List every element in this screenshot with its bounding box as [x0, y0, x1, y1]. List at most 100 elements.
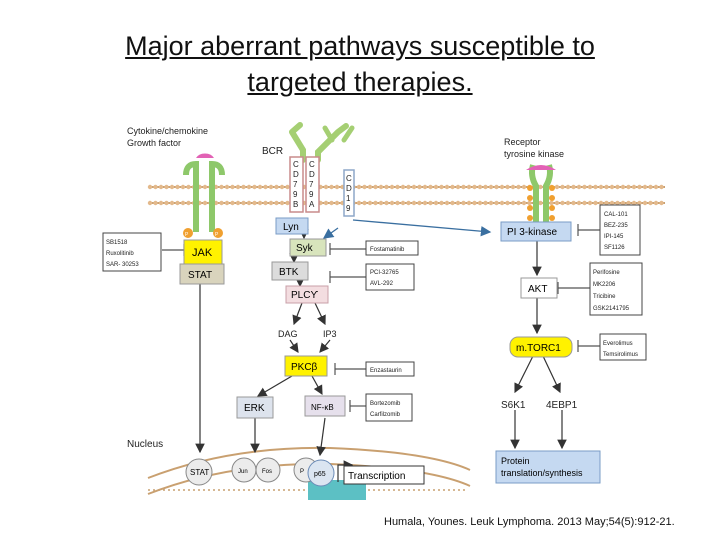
node-nfkb: NF-κB [304, 395, 346, 417]
lipid-head [488, 200, 494, 206]
svg-text:NF-κB: NF-κB [311, 403, 334, 412]
lipid-head [241, 200, 246, 206]
lipid-head [560, 200, 565, 206]
lipid-head [571, 184, 576, 190]
lipid-head [180, 184, 186, 190]
ip3-label: IP3 [323, 329, 337, 339]
lipid-head [362, 184, 367, 190]
drug-name: SF1126 [604, 245, 625, 251]
lipid-head [186, 184, 191, 190]
lipid-head [642, 200, 648, 206]
cd19-to-pi3k-arrow [352, 219, 492, 237]
lipid-head [252, 184, 257, 190]
lipid-head [494, 200, 499, 206]
lipid-head [450, 200, 455, 206]
lipid-head [598, 184, 604, 190]
svg-text:Protein: Protein [501, 456, 530, 466]
cd79a-chain [305, 156, 320, 213]
lipid-head [560, 184, 565, 190]
lipid-head [538, 200, 543, 206]
lipid-head [268, 184, 274, 190]
lipid-head [274, 184, 279, 190]
lipid-head [510, 184, 516, 190]
chain-letter: 1 [346, 194, 351, 203]
lipid-head [329, 200, 334, 206]
lipid-head [620, 184, 626, 190]
lipid-head [373, 184, 378, 190]
title-line-2: targeted therapies. [247, 67, 473, 97]
bcr-label: BCR [262, 146, 283, 157]
lipid-head [186, 200, 191, 206]
lipid-head [439, 184, 444, 190]
lipid-head [406, 184, 411, 190]
lipid-head [279, 200, 285, 206]
lipid-head [466, 184, 472, 190]
lipid-head [642, 184, 648, 190]
receptor-tyrosine-kinase [526, 164, 556, 222]
nuclear-stat: STAT [185, 458, 213, 486]
lipid-head [648, 184, 653, 190]
lipid-head [472, 184, 477, 190]
cytokine-ligand-icon [196, 153, 214, 158]
lipid-head [362, 200, 367, 206]
transcription-box: Transcription [343, 465, 425, 485]
phospho-label: P [185, 232, 189, 238]
lipid-head [433, 184, 439, 190]
svg-text:BTK: BTK [279, 267, 299, 278]
lipid-head [637, 184, 642, 190]
lipid-head [609, 184, 615, 190]
svg-text:STAT: STAT [190, 468, 209, 477]
lipid-head [224, 200, 230, 206]
lipid-head [587, 200, 593, 206]
lipid-head [153, 184, 158, 190]
lipid-head [433, 200, 439, 206]
lipid-head [411, 184, 417, 190]
lipid-head [323, 184, 329, 190]
lipid-head [444, 184, 450, 190]
drug-name: Fostamatinib [370, 247, 405, 253]
lipid-head [538, 184, 543, 190]
rtk-ligand-icon [526, 165, 556, 170]
node-pi3k: PI 3-kinase [500, 221, 572, 242]
lipid-head [521, 200, 527, 206]
lipid-head [631, 184, 637, 190]
lipid-head [384, 184, 389, 190]
lipid-head [219, 184, 224, 190]
lipid-head [389, 184, 395, 190]
lipid-head [334, 200, 340, 206]
node-erk: ERK [236, 396, 274, 419]
node-btk: BTK [271, 261, 309, 281]
lipid-head [422, 184, 428, 190]
lipid-head [554, 184, 560, 190]
phospho-label: P [215, 232, 219, 238]
lipid-head [158, 184, 164, 190]
lipid-head [175, 184, 180, 190]
lipid-head [169, 184, 175, 190]
svg-text:PI 3-kinase: PI 3-kinase [507, 227, 557, 238]
lipid-head [417, 200, 422, 206]
lipid-head [604, 184, 609, 190]
lipid-head [510, 200, 516, 206]
growth-factor-label: Growth factor [127, 138, 181, 148]
lipid-head [549, 200, 554, 206]
chain-letter: D [346, 184, 352, 193]
drug-name: Enzastaurin [370, 368, 402, 374]
lipid-head [263, 184, 268, 190]
lipid-head [356, 184, 362, 190]
chain-letter: C [346, 174, 352, 183]
node-syk: Syk [289, 238, 327, 257]
s6k1-label: S6K1 [501, 400, 526, 411]
drug-name: SB1518 [106, 240, 128, 246]
lipid-head [285, 184, 290, 190]
lipid-head [224, 184, 230, 190]
svg-text:ERK: ERK [244, 403, 265, 414]
lipid-head [653, 184, 659, 190]
nuclear-jun: Jun [231, 457, 257, 483]
node-akt: AKT [520, 277, 558, 299]
dag-label: DAG [278, 329, 298, 339]
drug-name: SAR- 30253 [106, 262, 139, 268]
